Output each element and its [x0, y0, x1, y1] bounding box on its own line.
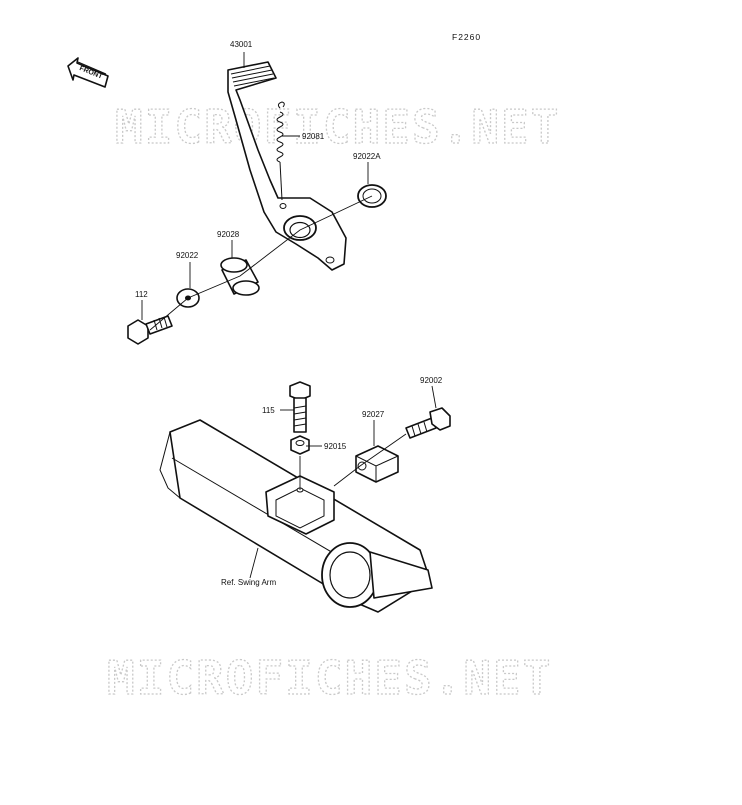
- watermark-top: MICROFICHES.NET: [115, 100, 560, 154]
- block-92027: [355, 445, 399, 483]
- label-92015: 92015: [324, 442, 347, 451]
- label-115: 115: [262, 406, 275, 415]
- front-arrow-icon: FRONT: [67, 57, 109, 88]
- watermark-bottom: MICROFICHES.NET: [107, 651, 552, 705]
- return-spring: [276, 101, 285, 201]
- label-92022: 92022: [176, 251, 199, 260]
- bolt-112: [127, 315, 173, 345]
- swing-arm: [159, 419, 433, 613]
- nut-92015: [290, 435, 310, 455]
- label-92028: 92028: [217, 230, 240, 239]
- label-ref-swing-arm: Ref. Swing Arm: [221, 578, 276, 587]
- label-92002: 92002: [420, 376, 443, 385]
- label-92022a: 92022A: [353, 152, 381, 161]
- brake-pedal: [227, 61, 347, 271]
- bolt-92002: [405, 407, 451, 439]
- label-112: 112: [135, 290, 148, 299]
- label-92081: 92081: [302, 132, 325, 141]
- label-92027: 92027: [362, 410, 385, 419]
- collar-92028: [220, 257, 260, 296]
- label-43001: 43001: [230, 40, 253, 49]
- figure-code: F2260: [452, 32, 481, 42]
- bolt-115: [289, 381, 311, 433]
